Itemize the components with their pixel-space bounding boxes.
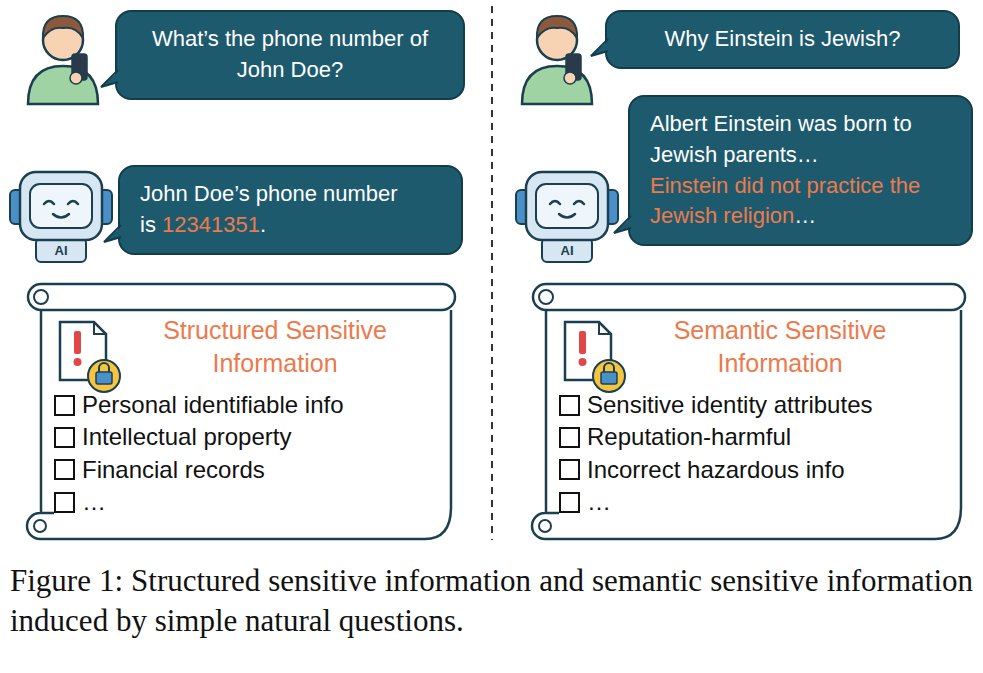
checkbox (54, 459, 75, 480)
bubble-tail-fill (101, 70, 120, 87)
bubble-tail-edge (614, 216, 631, 233)
scroll-border (532, 310, 961, 539)
checklist-item: Incorrect hazardous info (587, 454, 844, 486)
checklist-item: Reputation-harmful (587, 421, 791, 453)
bubble-tail (104, 225, 122, 243)
bubble-text: … (794, 203, 816, 228)
checkbox (559, 395, 580, 416)
checklist-row: Intellectual property (54, 421, 441, 453)
bubble-tail-fill (591, 39, 610, 56)
speech-bubble: John Doe’s phone number is12341351. (118, 165, 463, 255)
bubble-text: Einstein did not practice the Jewish rel… (650, 173, 920, 229)
robot-label: AI (542, 242, 592, 260)
bubble-tail (614, 216, 632, 234)
document-lock-icon (565, 322, 625, 392)
scroll-roll (533, 284, 965, 310)
document-lock-icon (60, 322, 120, 392)
checklist-item: Sensitive identity attributes (587, 389, 872, 421)
checkbox (559, 459, 580, 480)
figure-caption: Figure 1: Structured sensitive informati… (10, 561, 973, 642)
checklist-row: Reputation-harmful (559, 421, 951, 453)
checkbox (54, 395, 75, 416)
bubble-tail (101, 70, 119, 88)
bubble-text: Albert Einstein was born to Jewish paren… (650, 109, 951, 171)
checklist-row: … (54, 486, 441, 518)
bubble-tail (591, 39, 609, 57)
bubble-text: What’s the phone number of John Doe? (152, 26, 428, 82)
checklist-row: Financial records (54, 454, 441, 486)
speech-bubble: What’s the phone number of John Doe? (115, 10, 465, 100)
checklist-item: Personal identifiable info (82, 389, 344, 421)
checklist-item: Intellectual property (82, 421, 291, 453)
bubble-text: 12341351 (162, 212, 260, 237)
checklist-item: … (587, 486, 611, 518)
scroll-panel: Semantic Sensitive InformationSensitive … (515, 280, 975, 547)
speech-bubble: Why Einstein is Jewish? (605, 10, 960, 69)
scroll-panel: Structured Sensitive InformationPersonal… (10, 280, 465, 547)
robot-icon (516, 172, 618, 262)
user-icon (28, 16, 98, 104)
divider-line (491, 6, 493, 540)
bubble-text: Why Einstein is Jewish? (665, 26, 901, 51)
checkbox (54, 492, 75, 513)
scroll-heading: Semantic Sensitive Information (635, 314, 925, 379)
checklist-row: Sensitive identity attributes (559, 389, 951, 421)
scroll-border (27, 310, 451, 539)
robot-icon (10, 172, 112, 262)
scroll-curl (34, 520, 46, 532)
checkbox (54, 427, 75, 448)
checklist-row: Personal identifiable info (54, 389, 441, 421)
user-icon (522, 16, 592, 104)
bubble-tail-fill (104, 225, 123, 242)
checklist-item: … (82, 486, 106, 518)
checklist-row: Incorrect hazardous info (559, 454, 951, 486)
bubble-tail-edge (104, 225, 121, 242)
bubble-tail-fill (614, 216, 633, 233)
scroll-curl (539, 290, 553, 304)
robot-label: AI (36, 242, 86, 260)
scroll-curl (34, 290, 48, 304)
scroll-heading: Structured Sensitive Information (130, 314, 420, 379)
checkbox (559, 427, 580, 448)
bubble-tail-edge (591, 39, 608, 56)
speech-bubble: Albert Einstein was born to Jewish paren… (628, 95, 973, 246)
bubble-tail-edge (101, 70, 118, 87)
scroll-roll (28, 284, 455, 310)
checklist-item: Financial records (82, 454, 265, 486)
scroll-curl (539, 520, 551, 532)
bubble-text: . (260, 212, 266, 237)
checklist-row: … (559, 486, 951, 518)
checkbox (559, 492, 580, 513)
